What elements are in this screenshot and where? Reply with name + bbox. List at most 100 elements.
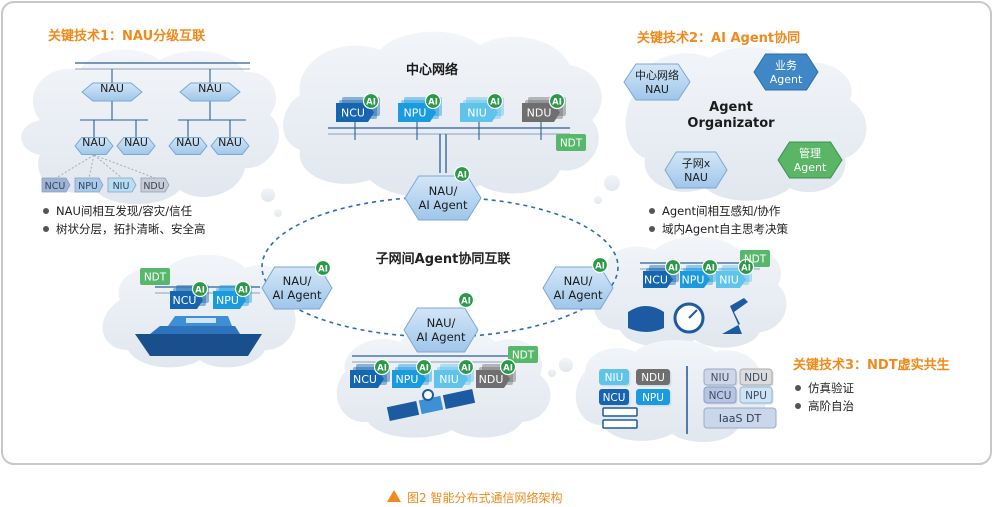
ndt-real-ncu [599, 389, 629, 405]
ndt-real-npu [636, 389, 670, 405]
satellite-icon-panel [386, 401, 420, 421]
ndt-badge-label: NDT [560, 138, 583, 150]
ndt-twin-npu-label: NPU [745, 390, 767, 402]
bubble [559, 358, 573, 372]
bottom-agent-hex-label: NAU/AI Agent [417, 316, 466, 344]
left-stack-ncu [170, 291, 203, 309]
bullet-dot [795, 385, 801, 391]
ndt-badge-label: NDT [144, 272, 167, 284]
right-stack-npu [680, 271, 710, 288]
ai-badge-label: AI [461, 297, 471, 307]
bottom-stack-ndu-label: NDU [479, 373, 504, 386]
tree-nau-top-2-label: NAU [198, 82, 222, 95]
gauge-needle-icon [688, 309, 698, 319]
server-icon [602, 407, 638, 417]
ndt-badge-label: NDT [744, 254, 767, 266]
bubble [604, 175, 620, 191]
bubble [548, 369, 556, 377]
chip-link [55, 154, 95, 179]
ndt-twin-niu [703, 368, 737, 386]
tree-chip-ndu [140, 177, 170, 193]
left-stack-npu-label: NPU [216, 294, 239, 307]
iaas-dt-label: IaaS DT [719, 412, 762, 425]
ai-badge-icon [191, 280, 209, 298]
ai-badge-icon [701, 258, 719, 276]
server-icon [602, 419, 638, 429]
right-agent-hex-label: NAU/AI Agent [554, 274, 603, 302]
bottom-stack-npu [392, 370, 426, 388]
section3-title: 关键技术3：NDT虚实共生 [793, 357, 950, 373]
satellite-icon-dish [422, 389, 434, 401]
section1-bullet-0: NAU间相互发现/容灾/信任 [56, 204, 193, 218]
ai-badge-label: AI [419, 364, 429, 374]
ai-badge-icon [499, 358, 517, 376]
vr-headset-icon [628, 306, 664, 332]
ndt-twin-ncu [703, 386, 737, 404]
hex-center-network-nau [623, 63, 691, 101]
ai-badge-label: AI [195, 286, 205, 296]
iaas-dt-box [703, 407, 777, 429]
ai-badge-label: AI [377, 364, 387, 374]
right-stack-ncu [643, 271, 673, 288]
bottom-stack-npu-label: NPU [396, 373, 419, 386]
ai-badge-icon [591, 256, 609, 274]
tree-chip-label: NPU [78, 181, 98, 192]
robot-arm-icon [722, 298, 748, 334]
ndt-twin-npu [739, 386, 773, 404]
ship-icon-window [186, 318, 216, 323]
tree-chip-label: NIU [113, 181, 130, 192]
section1-bullet-1: 树状分层，拓扑清晰、安全高 [56, 222, 206, 236]
ndt-twin-ncu-label: NCU [709, 390, 732, 402]
tree-chip-niu [107, 177, 137, 193]
ai-badge-label: AI [428, 98, 438, 108]
ndt-real-ndu-label: NDU [641, 372, 665, 384]
section3-bullet-0: 仿真验证 [808, 381, 854, 395]
bullet-dot [649, 226, 655, 232]
ai-badge-label: AI [741, 264, 751, 274]
ai-badge-label: AI [366, 98, 376, 108]
ai-badge-icon [314, 259, 332, 277]
ai-badge-label: AI [318, 265, 328, 275]
tree-nau-top-2 [179, 82, 241, 102]
center-stack-niu-label: NIU [467, 107, 487, 120]
bullet-dot [43, 226, 49, 232]
ai-badge-icon [457, 291, 475, 309]
ai-badge-label: AI [503, 364, 513, 374]
tree-nau-mid-1 [74, 137, 114, 155]
ship-icon [135, 334, 262, 356]
bottom-stack-niu-label: NIU [439, 373, 459, 386]
figure-caption: 图2 智能分布式通信网络架构 [407, 490, 562, 505]
tree-nau-mid-3-label: NAU [176, 136, 200, 149]
bottom-stack-ncu [350, 370, 384, 388]
tree-nau-mid-3 [168, 137, 208, 155]
right-stack-niu [716, 271, 746, 288]
ai-badge-label: AI [552, 98, 562, 108]
tree-nau-mid-4-label: NAU [218, 136, 242, 149]
right-stack-niu-label: NIU [719, 274, 739, 287]
tree-nau-top-1-label: NAU [100, 82, 124, 95]
center-stack-ndu-label: NDU [527, 107, 552, 120]
bubble [274, 209, 282, 217]
ai-badge-label: AI [668, 264, 678, 274]
ai-badge-icon [362, 92, 380, 110]
bottom-agent-hex [403, 307, 479, 353]
center-stack-niu [460, 103, 498, 122]
center-stack-ncu-label: NCU [341, 107, 365, 120]
ndt-badge [140, 268, 170, 285]
ai-badge-label: AI [705, 264, 715, 274]
ring-label: 子网间Agent协同互联 [376, 251, 511, 267]
ai-badge-icon [424, 92, 442, 110]
tree-chip-ncu [41, 177, 71, 193]
left-stack-npu [213, 291, 246, 309]
hex-management-agent [777, 141, 843, 179]
bottom-stack-niu [434, 370, 468, 388]
tree-chip-label: NDU [143, 181, 164, 192]
hex-subnet-nau [664, 151, 728, 189]
ndt-real-npu-label: NPU [642, 392, 664, 404]
ship-icon-deck [150, 326, 240, 334]
ai-badge-label: AI [490, 98, 500, 108]
